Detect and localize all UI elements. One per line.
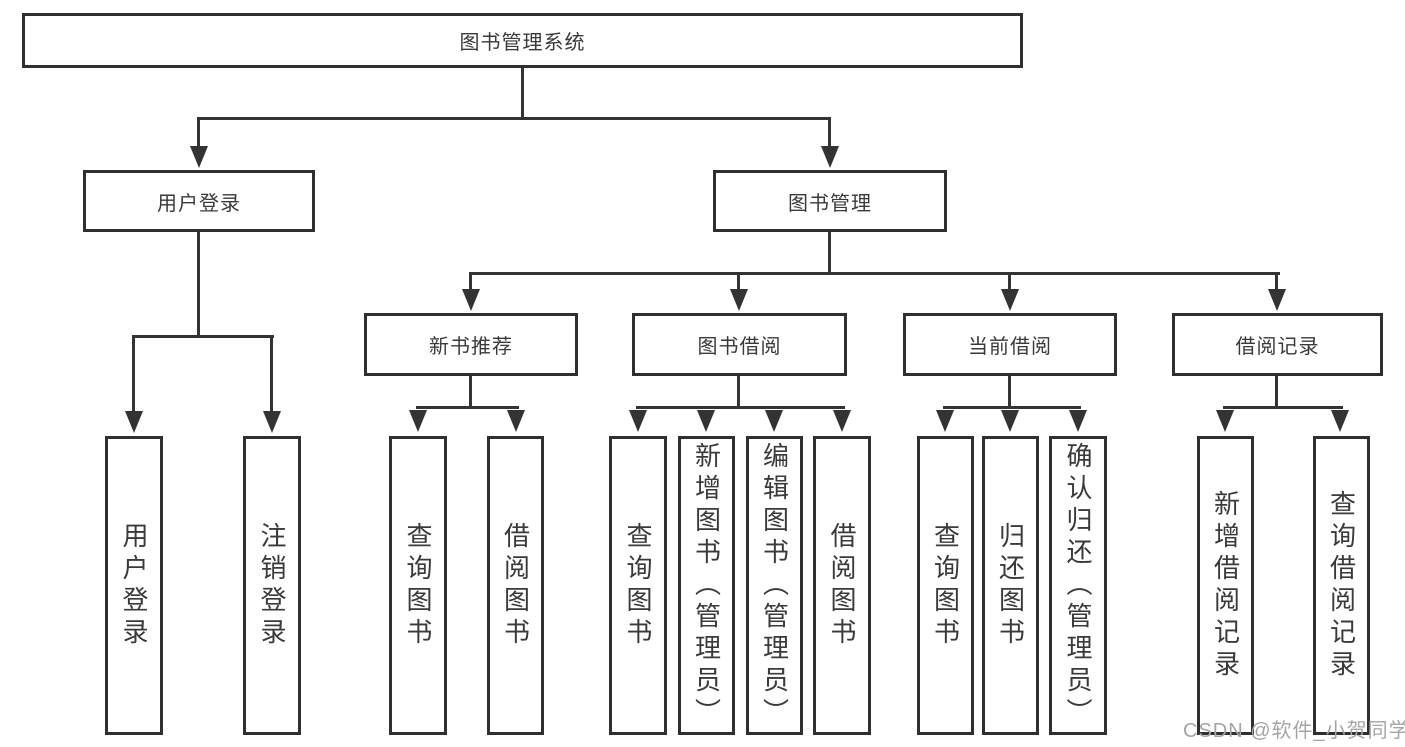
leaf-logout-label: 注销登录 [257,521,287,650]
leaf-query-books-2-label: 查询图书 [623,521,653,650]
node-user-login: 用户登录 [83,170,315,232]
arrowhead-leaf-logout [263,411,281,433]
connector-current-borrow-stem [1008,376,1011,409]
leaf-borrow-books-1: 借阅图书 [487,436,544,735]
leaf-query-books-1: 查询图书 [389,436,447,735]
connector-book-management-stem [828,232,831,274]
leaf-add-borrow-record-label: 新增借阅记录 [1210,489,1241,682]
connector-to-new-book [469,272,472,291]
node-new-book-recommend: 新书推荐 [364,313,578,376]
arrowhead-leaf-user-login [125,411,143,433]
arrowhead-current-borrow [1001,289,1019,311]
arrowhead-query-borrow-record [1331,410,1349,432]
node-root-label: 图书管理系统 [459,32,586,54]
leaf-add-book-admin: 新增图书（管理员） [678,436,735,735]
leaf-user-login: 用户登录 [105,436,163,735]
arrowhead-return-book [1001,410,1019,432]
leaf-query-borrow-record: 查询借阅记录 [1313,436,1370,735]
connector-borrow-records-bar [1223,406,1343,409]
arrowhead-add-borrow-record [1216,410,1234,432]
arrowhead-query-books-1 [409,410,427,432]
connector-to-book-borrow [737,272,740,291]
leaf-return-book: 归还图书 [982,436,1039,735]
node-user-login-label: 用户登录 [157,192,241,215]
node-book-management: 图书管理 [713,170,947,232]
node-current-borrow: 当前借阅 [903,313,1117,376]
connector-book-borrow-bar [636,406,845,409]
leaf-borrow-books-2-label: 借阅图书 [827,521,857,650]
connector-to-leaf-logout [270,335,273,413]
arrowhead-add-book [697,410,715,432]
arrowhead-edit-book [765,410,783,432]
leaf-edit-book-admin-label: 编辑图书（管理员） [759,441,790,730]
leaf-add-book-admin-label: 新增图书（管理员） [691,441,722,730]
connector-new-book-bar [416,406,519,409]
arrowhead-borrow-books-1 [507,410,525,432]
connector-root-bar [197,117,831,120]
arrowhead-query-books-3 [936,410,954,432]
leaf-return-book-label: 归还图书 [995,521,1026,650]
arrowhead-query-books-2 [629,410,647,432]
node-new-book-recommend-label: 新书推荐 [429,336,513,358]
connector-to-borrow-records [1275,272,1278,291]
arrowhead-book-borrow [730,289,748,311]
arrowhead-borrow-books-2 [833,410,851,432]
connector-book-management-bar [469,272,1280,275]
leaf-query-books-3: 查询图书 [917,436,974,735]
connector-to-book-management [828,117,831,149]
connector-borrow-records-stem [1275,376,1278,409]
arrowhead-borrow-records [1268,289,1286,311]
connector-current-borrow-bar [943,406,1081,409]
leaf-user-login-label: 用户登录 [119,521,149,650]
leaf-query-books-2: 查询图书 [609,436,667,735]
leaf-edit-book-admin: 编辑图书（管理员） [746,436,803,735]
leaf-query-books-1-label: 查询图书 [403,521,433,650]
connector-user-login-bar [132,335,274,338]
connector-to-user-login [197,117,200,149]
leaf-confirm-return-admin-label: 确认归还（管理员） [1063,441,1093,730]
leaf-query-books-3-label: 查询图书 [930,521,961,650]
arrowhead-book-management [821,146,839,168]
node-borrow-records: 借阅记录 [1172,313,1383,376]
connector-to-leaf-user-login [132,335,135,413]
connector-root-stem [521,68,524,118]
arrowhead-confirm-return [1069,410,1087,432]
connector-book-borrow-stem [737,376,740,409]
leaf-borrow-books-2: 借阅图书 [813,436,871,735]
leaf-add-borrow-record: 新增借阅记录 [1197,436,1254,735]
arrowhead-new-book [462,289,480,311]
arrowhead-user-login [190,146,208,168]
leaf-query-borrow-record-label: 查询借阅记录 [1326,489,1357,682]
leaf-borrow-books-1-label: 借阅图书 [500,521,531,650]
node-borrow-records-label: 借阅记录 [1235,336,1320,358]
leaf-logout: 注销登录 [243,436,301,735]
connector-new-book-stem [469,376,472,409]
node-root: 图书管理系统 [22,13,1023,68]
node-book-borrow-label: 图书借阅 [697,336,782,358]
node-current-borrow-label: 当前借阅 [968,336,1052,358]
watermark: CSDN @软件_小贺同学 [1183,720,1405,742]
connector-to-current-borrow [1008,272,1011,291]
node-book-management-label: 图书管理 [788,192,872,215]
connector-user-login-stem [197,232,200,337]
node-book-borrow: 图书借阅 [632,313,847,376]
leaf-confirm-return-admin: 确认归还（管理员） [1049,436,1107,735]
